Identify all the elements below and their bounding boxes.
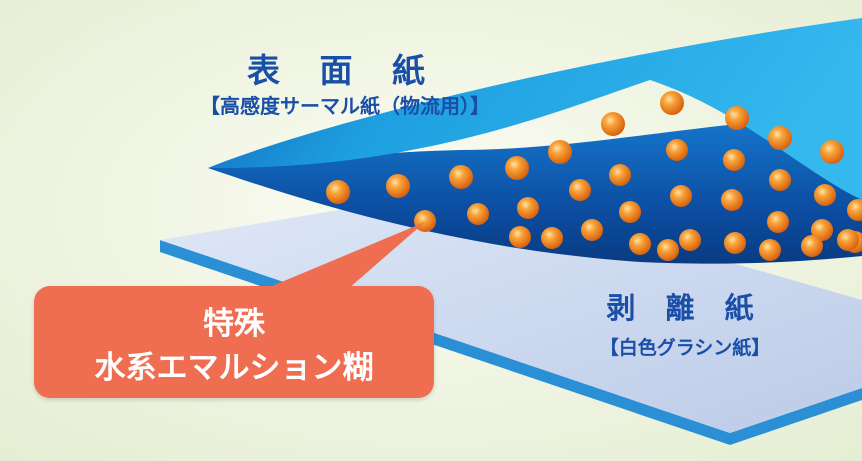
adhesive-dots [326, 91, 862, 261]
release-paper-subtitle: 【白色グラシン紙】 [599, 337, 771, 359]
adhesive-dot [769, 169, 791, 191]
adhesive-callout: 特殊 水系エマルション糊 [34, 286, 434, 398]
adhesive-dot [767, 211, 789, 233]
release-paper-title: 剥 離 紙 [606, 291, 764, 325]
surface-paper-title: 表 面 紙 [247, 51, 439, 90]
adhesive-dot [724, 232, 746, 254]
callout-pointer [248, 222, 425, 296]
callout-line-1: 特殊 [203, 306, 265, 342]
adhesive-dot [679, 229, 701, 251]
adhesive-dot [725, 106, 749, 130]
adhesive-dot [820, 140, 844, 164]
adhesive-dot [581, 219, 603, 241]
callout-line-2: 水系エマルション糊 [94, 350, 374, 386]
adhesive-dot [569, 179, 591, 201]
adhesive-dot [467, 203, 489, 225]
adhesive-dot [657, 239, 679, 261]
adhesive-dot [541, 227, 563, 249]
adhesive-dot [505, 156, 529, 180]
adhesive-dot [449, 165, 473, 189]
adhesive-dot [326, 180, 350, 204]
adhesive-dot [670, 185, 692, 207]
adhesive-dot [768, 126, 792, 150]
surface-paper-subtitle: 【高感度サーマル紙（物流用）】 [200, 94, 490, 118]
adhesive-dot [619, 201, 641, 223]
adhesive-dot [509, 226, 531, 248]
adhesive-dot [811, 219, 833, 241]
adhesive-dot [723, 149, 745, 171]
adhesive-dot [548, 140, 572, 164]
adhesive-dot [759, 239, 781, 261]
adhesive-dot [666, 139, 688, 161]
adhesive-dot [721, 189, 743, 211]
release-paper-sheet [160, 188, 862, 445]
adhesive-dot [847, 199, 862, 221]
surface-paper-sheet [208, 18, 862, 200]
adhesive-dot [801, 235, 823, 257]
adhesive-dot [386, 174, 410, 198]
adhesive-dot [609, 164, 631, 186]
adhesive-dot [660, 91, 684, 115]
adhesive-dot [814, 184, 836, 206]
adhesive-dot [517, 197, 539, 219]
adhesive-dot [837, 229, 859, 251]
adhesive-dot [601, 112, 625, 136]
adhesive-dot [629, 233, 651, 255]
